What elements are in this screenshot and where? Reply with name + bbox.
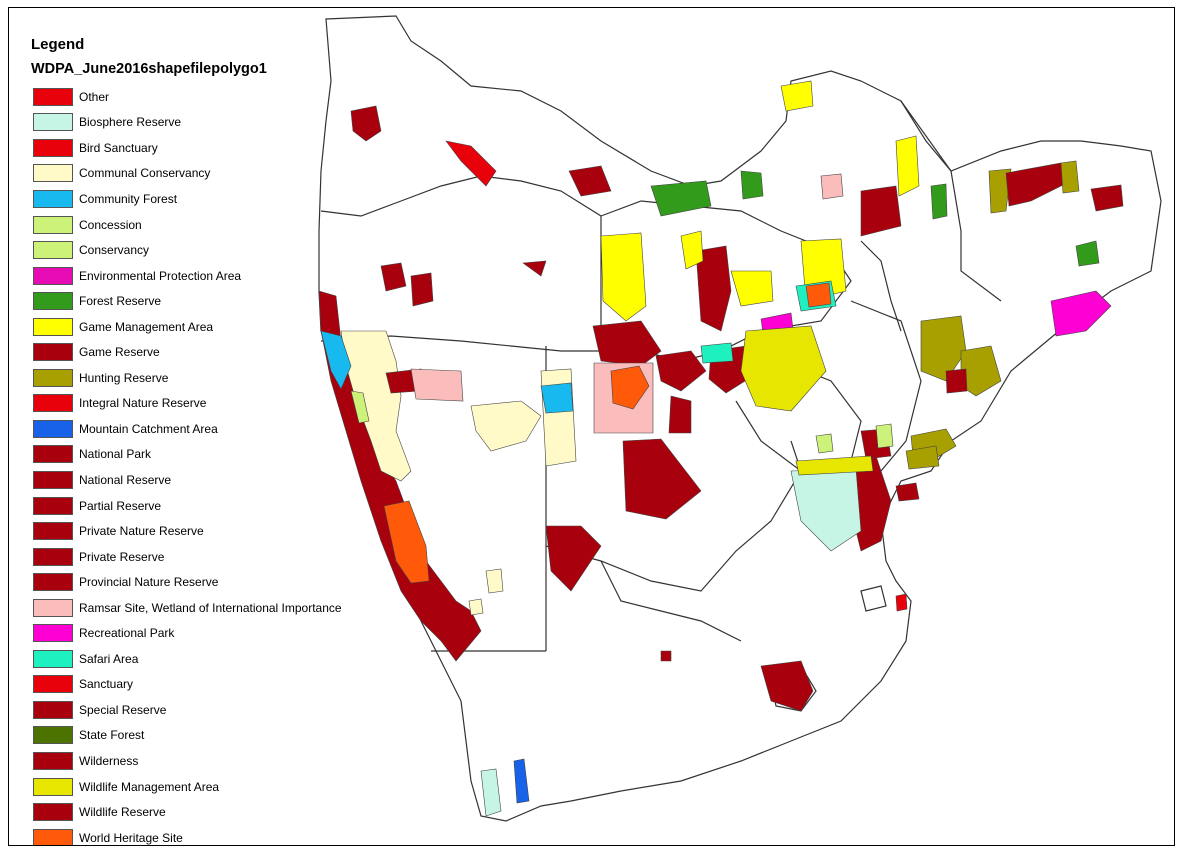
legend-item: Ramsar Site, Wetland of International Im… xyxy=(31,595,342,621)
legend-label: Recreational Park xyxy=(79,626,175,641)
legend-swatch xyxy=(33,624,73,643)
legend-item: Integral Nature Reserve xyxy=(31,391,342,417)
legend-label: World Heritage Site xyxy=(79,830,183,845)
legend-swatch xyxy=(33,777,73,796)
legend-swatch xyxy=(33,419,73,438)
legend-label: Communal Conservancy xyxy=(79,166,211,181)
legend-item: Safari Area xyxy=(31,646,342,672)
legend-swatch xyxy=(33,700,73,719)
legend-label: Sanctuary xyxy=(79,677,134,692)
legend-label: Private Reserve xyxy=(79,549,165,564)
legend-label: Concession xyxy=(79,217,142,232)
legend-swatch xyxy=(33,241,73,260)
legend-swatch xyxy=(33,649,73,668)
legend-item: Conservancy xyxy=(31,237,342,263)
legend-item: National Reserve xyxy=(31,467,342,493)
legend-label: Game Management Area xyxy=(79,319,214,334)
legend-swatch xyxy=(33,394,73,413)
legend-item: Private Nature Reserve xyxy=(31,518,342,544)
legend-swatch xyxy=(33,675,73,694)
legend-label: Private Nature Reserve xyxy=(79,524,204,539)
legend-label: Safari Area xyxy=(79,651,139,666)
legend-swatch xyxy=(33,470,73,489)
legend-label: Conservancy xyxy=(79,243,150,258)
legend-item: Environmental Protection Area xyxy=(31,263,342,289)
legend-label: Provincial Nature Reserve xyxy=(79,575,219,590)
legend-label: Wilderness xyxy=(79,753,139,768)
legend-item: Private Reserve xyxy=(31,544,342,570)
region-outline xyxy=(318,15,1162,822)
legend-swatch xyxy=(33,726,73,745)
legend-swatch xyxy=(33,189,73,208)
legend-label: Special Reserve xyxy=(79,702,167,717)
legend-label: Game Reserve xyxy=(79,345,160,360)
protected-area-polygons xyxy=(318,80,1124,817)
map-frame: Legend WDPA_June2016shapefilepolygo1 Oth… xyxy=(8,7,1175,846)
legend-item: Game Management Area xyxy=(31,314,342,340)
legend-label: Environmental Protection Area xyxy=(79,268,242,283)
legend-item: Partial Reserve xyxy=(31,493,342,519)
legend-item: Wildlife Management Area xyxy=(31,774,342,800)
legend-item: Bird Sanctuary xyxy=(31,135,342,161)
legend-label: State Forest xyxy=(79,728,145,743)
legend-label: National Reserve xyxy=(79,472,172,487)
legend-swatch xyxy=(33,445,73,464)
legend-swatch xyxy=(33,803,73,822)
legend-swatch xyxy=(33,522,73,541)
legend-item: World Heritage Site xyxy=(31,825,342,845)
legend-label: Other xyxy=(79,89,110,104)
legend-swatch xyxy=(33,87,73,106)
legend-item: Special Reserve xyxy=(31,697,342,723)
legend-swatch xyxy=(33,598,73,617)
legend-item: Wilderness xyxy=(31,748,342,774)
legend-item: Wildlife Reserve xyxy=(31,799,342,825)
legend-item: Concession xyxy=(31,212,342,238)
legend-item: Sanctuary xyxy=(31,672,342,698)
legend-item: Forest Reserve xyxy=(31,288,342,314)
legend-label: Biosphere Reserve xyxy=(79,115,182,130)
legend-label: Integral Nature Reserve xyxy=(79,396,207,411)
legend-swatch xyxy=(33,164,73,183)
legend-layer-name: WDPA_June2016shapefilepolygo1 xyxy=(31,61,267,77)
legend-label: Mountain Catchment Area xyxy=(79,421,218,436)
legend-item: Biosphere Reserve xyxy=(31,110,342,136)
legend-swatch xyxy=(33,266,73,285)
legend-swatch xyxy=(33,828,73,845)
legend-title: Legend xyxy=(31,36,85,53)
legend-item: National Park xyxy=(31,442,342,468)
legend-label: Partial Reserve xyxy=(79,498,162,513)
legend-label: National Park xyxy=(79,447,152,462)
legend-item: Hunting Reserve xyxy=(31,365,342,391)
legend-swatch xyxy=(33,138,73,157)
legend-item: Community Forest xyxy=(31,186,342,212)
legend-swatch xyxy=(33,215,73,234)
legend-swatch xyxy=(33,547,73,566)
legend-swatch xyxy=(33,343,73,362)
legend-label: Hunting Reserve xyxy=(79,370,169,385)
legend-label: Wildlife Management Area xyxy=(79,779,220,794)
country-boundaries xyxy=(318,15,1162,822)
legend-item: Communal Conservancy xyxy=(31,161,342,187)
legend-label: Bird Sanctuary xyxy=(79,140,158,155)
legend-label: Community Forest xyxy=(79,191,178,206)
legend-swatch xyxy=(33,292,73,311)
legend-label: Ramsar Site, Wetland of International Im… xyxy=(79,600,342,615)
legend-swatch xyxy=(33,317,73,336)
legend-swatch xyxy=(33,751,73,770)
legend-swatch xyxy=(33,573,73,592)
legend-item: Other xyxy=(31,84,342,110)
legend: Legend WDPA_June2016shapefilepolygo1 Oth… xyxy=(31,34,342,845)
legend-item: Game Reserve xyxy=(31,339,342,365)
legend-item: State Forest xyxy=(31,723,342,749)
protected-areas-map[interactable] xyxy=(9,8,1174,845)
legend-label: Wildlife Reserve xyxy=(79,805,166,820)
legend-swatch xyxy=(33,113,73,132)
legend-item: Mountain Catchment Area xyxy=(31,416,342,442)
legend-swatch xyxy=(33,368,73,387)
legend-label: Forest Reserve xyxy=(79,294,162,309)
legend-item: Provincial Nature Reserve xyxy=(31,569,342,595)
legend-swatch xyxy=(33,496,73,515)
legend-item: Recreational Park xyxy=(31,620,342,646)
